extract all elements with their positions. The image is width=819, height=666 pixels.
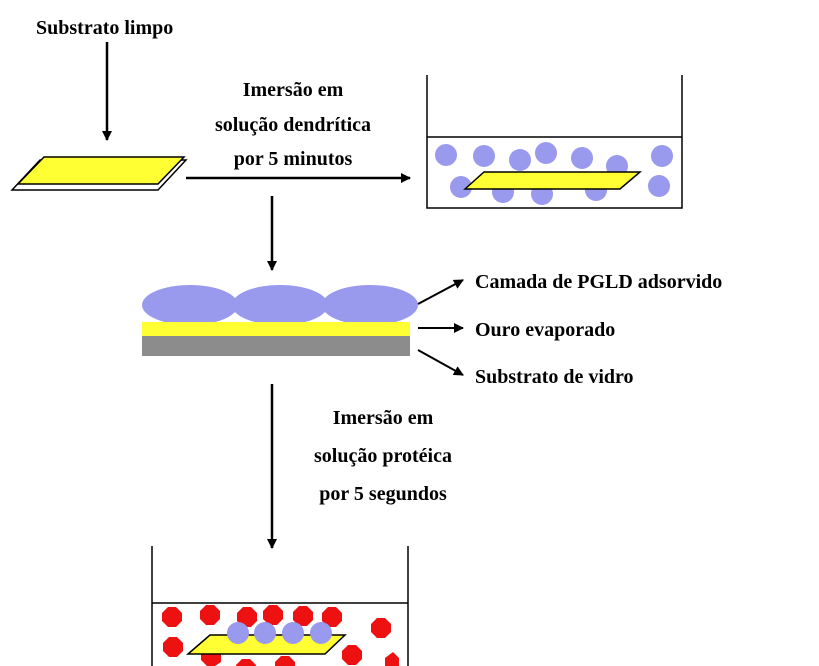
step1-text-line3: por 5 minutos — [233, 148, 353, 170]
pointer-pgld-layer — [417, 279, 464, 305]
glass-layer-label: Substrato de vidro — [475, 366, 634, 388]
beaker-dendrimer-solution — [426, 75, 683, 209]
clean-substrate-slide — [10, 156, 188, 191]
beaker-protein-solution — [151, 546, 409, 666]
step2-text-line2: solução protéica — [314, 445, 452, 467]
step1-text-line2: solução dendrítica — [214, 114, 372, 136]
step2-text-line1: Imersão em — [332, 407, 434, 429]
step1-text-line1: Imersão em — [242, 79, 344, 101]
pgld-layer-label: Camada de PGLD adsorvido — [475, 271, 723, 293]
layered-substrate — [142, 285, 418, 356]
pointer-glass-layer — [417, 349, 464, 376]
step2-text-line3: por 5 segundos — [319, 483, 447, 505]
clean-substrate-label: Substrato limpo — [36, 17, 174, 39]
gold-layer-label: Ouro evaporado — [475, 319, 616, 341]
